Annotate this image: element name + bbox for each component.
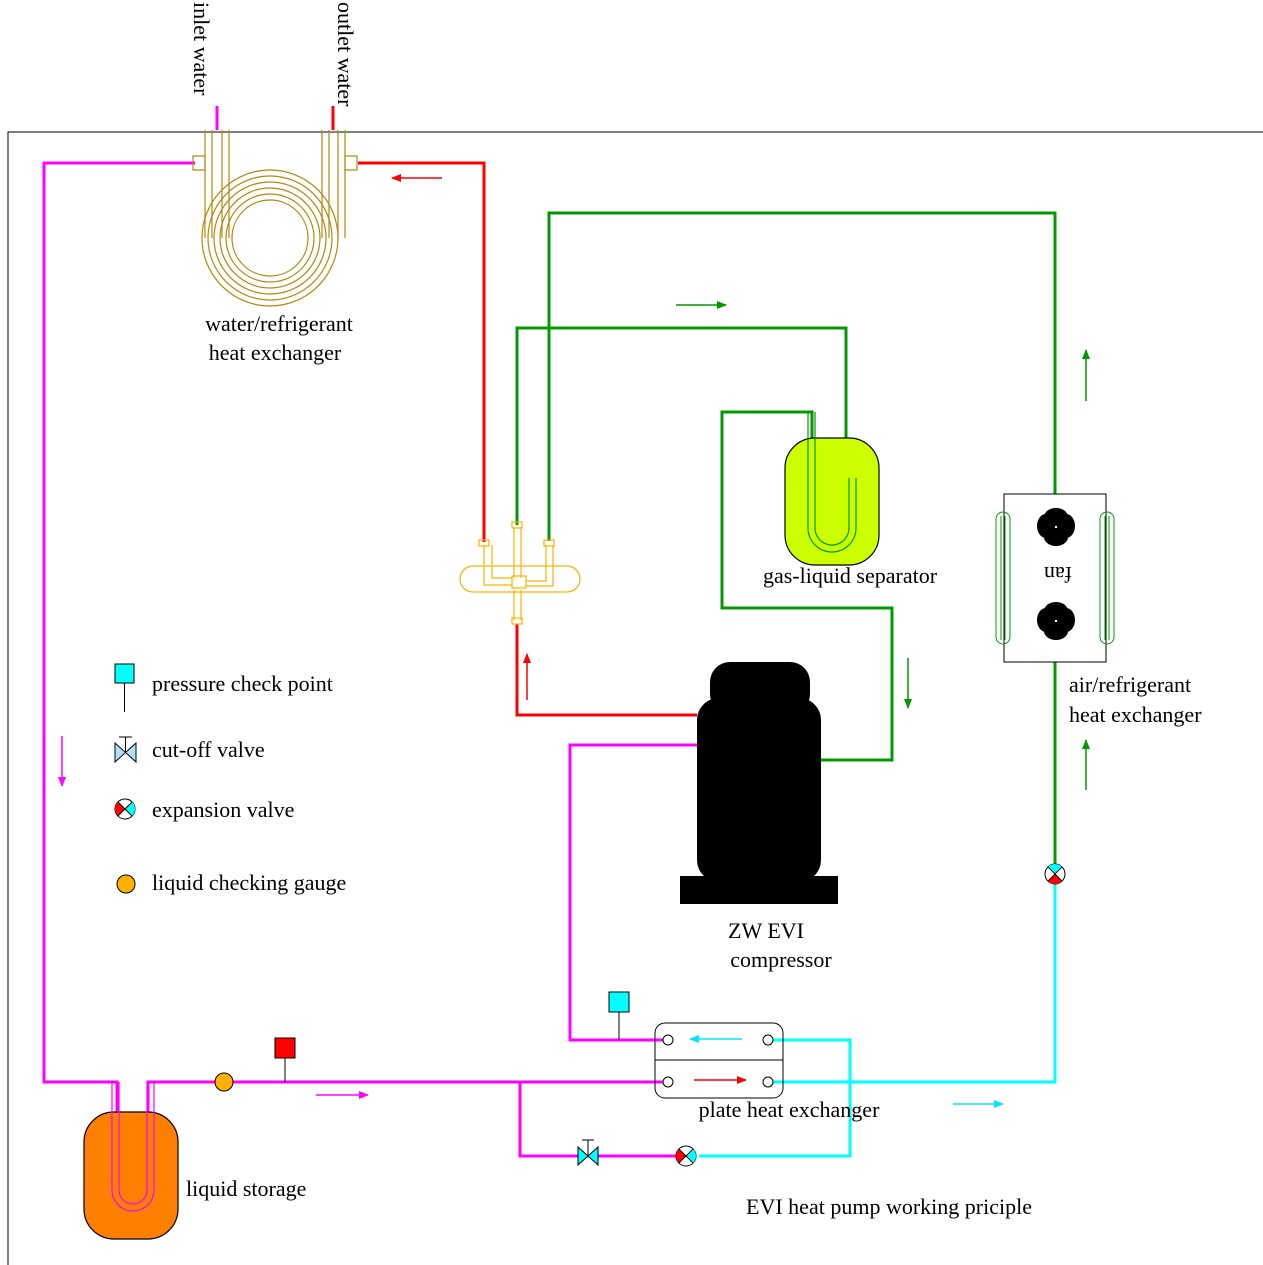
water-hx-label-1: water/refrigerant <box>205 311 353 336</box>
legend-label: cut-off valve <box>152 737 265 762</box>
four-way-valve <box>459 521 581 625</box>
inlet-water-label: inlet water <box>189 2 214 96</box>
liquid-checking-gauge-icon <box>116 874 136 894</box>
air-refrigerant-heat-exchanger <box>995 493 1115 663</box>
outer-frame <box>7 131 1263 1265</box>
gas-liquid-separator-label: gas-liquid separator <box>763 563 938 588</box>
diagram-title: EVI heat pump working priciple <box>746 1194 1032 1219</box>
compressor-label-1: ZW EVI <box>728 918 804 943</box>
gas-liquid-separator <box>784 412 880 566</box>
water-hx-label-2: heat exchanger <box>209 340 342 365</box>
suction-line-inner <box>515 326 848 525</box>
compressor <box>680 662 838 904</box>
cut-off-valve-icon <box>114 736 137 764</box>
pressure-check-point-cyan-icon <box>608 991 630 1040</box>
plate-heat-exchanger <box>654 1022 784 1099</box>
air-hx-label-2: heat exchanger <box>1069 702 1202 727</box>
legend-label: expansion valve <box>152 797 294 822</box>
liquid-storage <box>83 1082 179 1240</box>
cold-liquid-line-loop <box>699 1038 852 1158</box>
expansion-valve-icon <box>114 798 136 820</box>
expansion-valve-icon <box>675 1145 697 1167</box>
air-hx-label-1: air/refrigerant <box>1069 672 1191 697</box>
cut-off-valve-icon <box>577 1139 599 1167</box>
liquid-checking-gauge-icon <box>214 1072 234 1092</box>
injection-line <box>568 743 697 1042</box>
discharge-line-top <box>358 161 486 542</box>
liquid-line-branch <box>518 1082 685 1158</box>
cold-liquid-line-right <box>768 884 1057 1084</box>
legend-label: liquid checking gauge <box>152 870 346 895</box>
fan-icon <box>1037 508 1075 546</box>
expansion-valve-icon <box>1044 863 1066 885</box>
water-refrigerant-heat-exchanger <box>192 130 358 307</box>
separator-to-compressor <box>720 410 894 762</box>
pressure-check-point-red-icon <box>274 1037 296 1082</box>
liquid-line-left <box>42 161 195 1148</box>
fan-label: fan <box>1044 562 1072 587</box>
suction-line-outer <box>547 211 1057 541</box>
outlet-water-label: outlet water <box>333 2 358 107</box>
pressure-check-point-icon <box>114 663 135 712</box>
discharge-line-bottom <box>515 624 697 717</box>
compressor-label-2: compressor <box>730 947 832 972</box>
legend-label: pressure check point <box>152 671 333 696</box>
plate-hx-label: plate heat exchanger <box>699 1097 880 1122</box>
legend: pressure check point cut-off valve expan… <box>114 663 346 895</box>
liquid-storage-label: liquid storage <box>186 1176 306 1201</box>
fan-icon <box>1037 602 1075 640</box>
